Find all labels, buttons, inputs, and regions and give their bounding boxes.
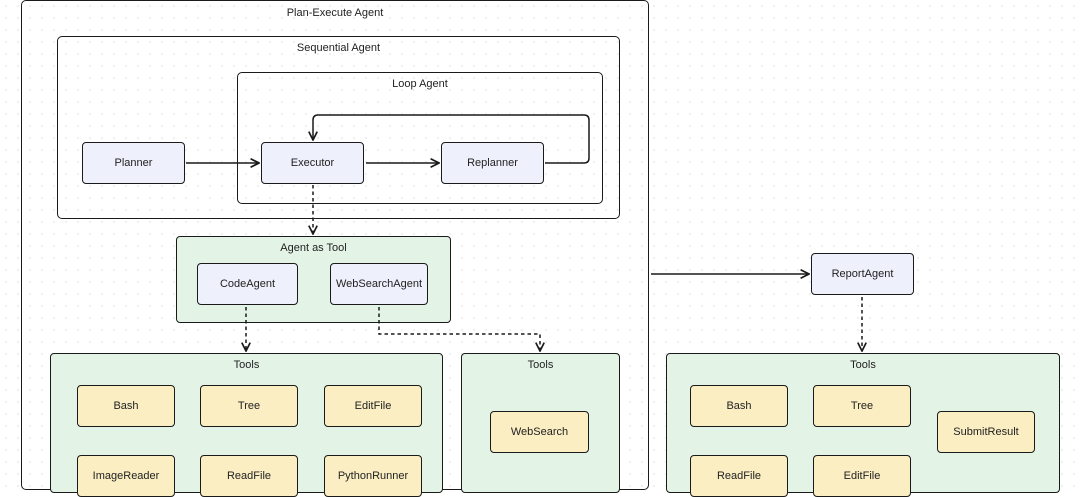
report-agent-node: ReportAgent [811, 253, 914, 295]
agent-as-tool-title: Agent as Tool [280, 242, 347, 254]
tool-submit-result-right: SubmitResult [937, 411, 1035, 453]
loop-agent-title: Loop Agent [392, 78, 448, 90]
planner-node: Planner [82, 142, 185, 184]
tools-title-right: Tools [850, 359, 876, 371]
tool-edit-file-right: EditFile [813, 455, 911, 497]
plan-execute-agent-title: Plan-Execute Agent [286, 7, 384, 19]
tool-bash-left: Bash [77, 385, 175, 427]
tool-read-file-left: ReadFile [200, 455, 298, 497]
executor-node: Executor [261, 142, 364, 184]
tools-title-left: Tools [233, 359, 260, 371]
sequential-agent-title: Sequential Agent [296, 42, 381, 54]
tool-edit-file-left: EditFile [324, 385, 422, 427]
sequential-agent-container: Sequential Agent [57, 36, 620, 219]
replanner-node: Replanner [441, 142, 544, 184]
tools-title-middle: Tools [527, 359, 554, 371]
loop-agent-container: Loop Agent [237, 72, 603, 204]
web-search-agent-node: WebSearchAgent [330, 263, 428, 305]
tool-tree-left: Tree [200, 385, 298, 427]
tool-tree-right: Tree [813, 385, 911, 427]
tool-web-search: WebSearch [490, 411, 589, 453]
tool-python-runner-left: PythonRunner [324, 455, 422, 497]
code-agent-node: CodeAgent [197, 263, 298, 305]
tool-bash-right: Bash [690, 385, 788, 427]
tool-read-file-right: ReadFile [690, 455, 788, 497]
tool-image-reader-left: ImageReader [77, 455, 175, 497]
